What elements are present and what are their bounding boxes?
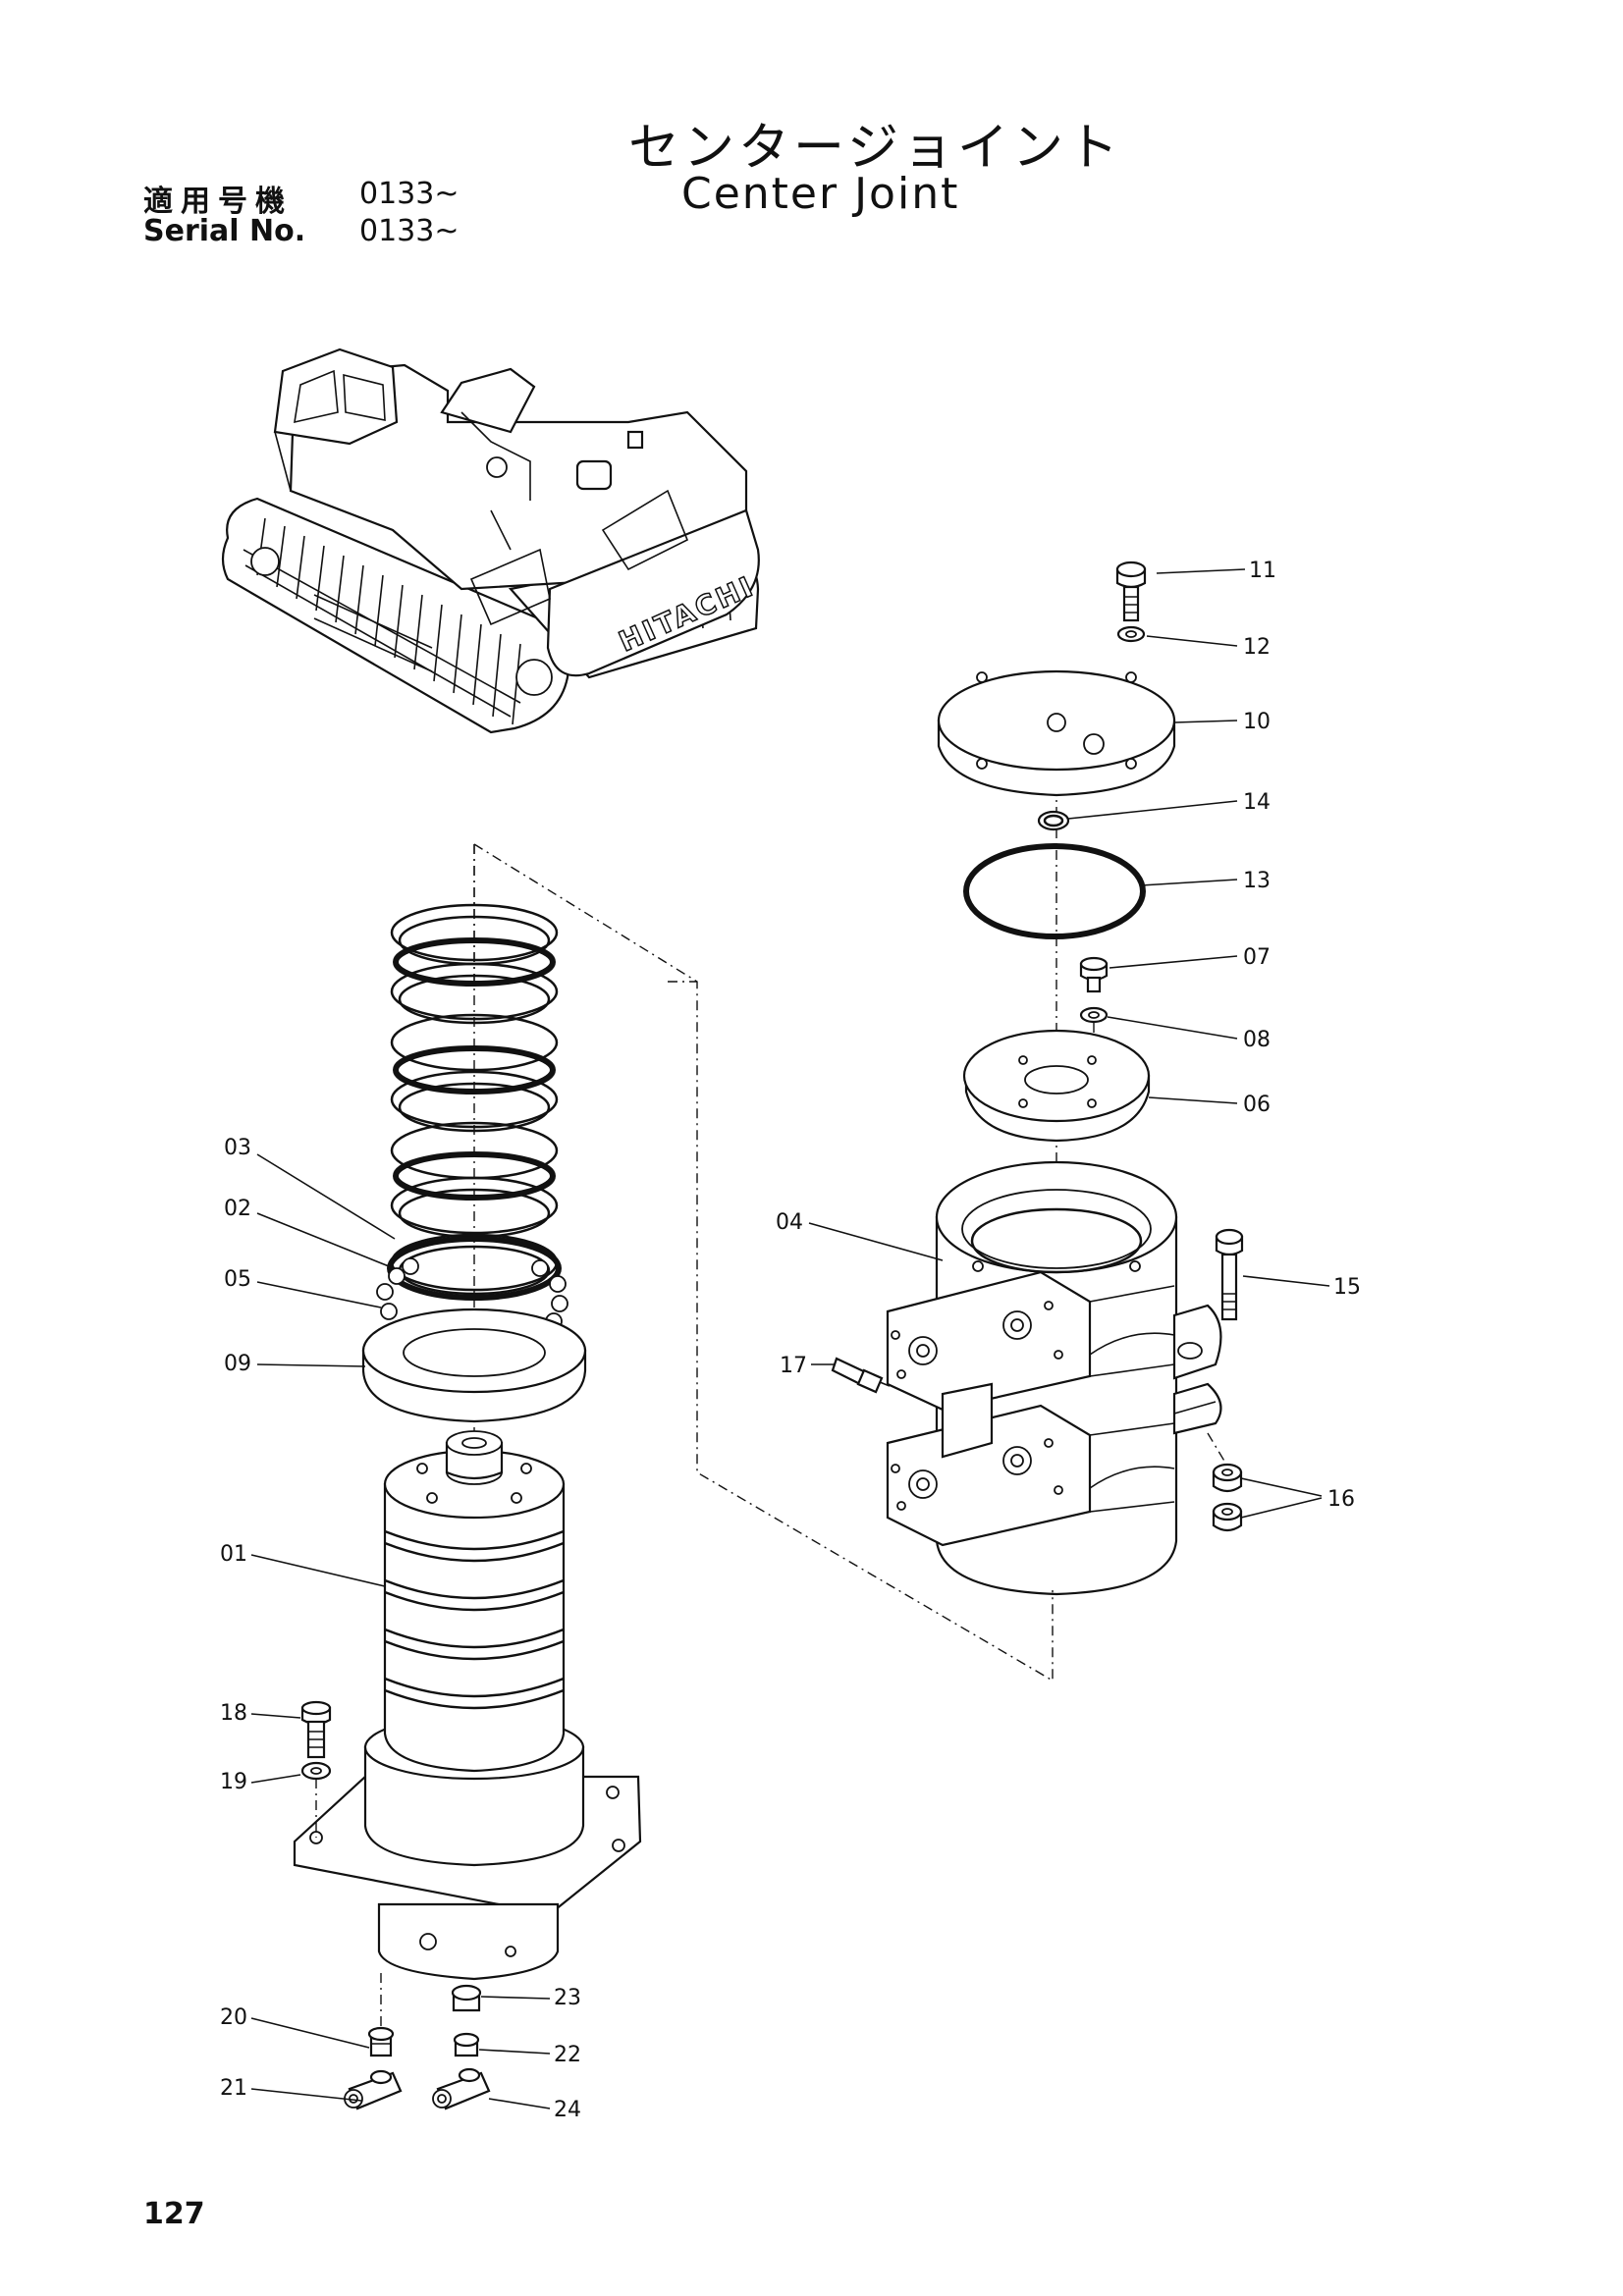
page-number: 127 <box>143 2197 205 2231</box>
thrust-plate-09 <box>361 1308 587 1423</box>
part-label-24: 24 <box>554 2098 581 2122</box>
part-label-15: 15 <box>1333 1275 1361 1300</box>
o-ring-14 <box>1037 810 1070 831</box>
housing-04 <box>886 1160 1222 1596</box>
part-label-19: 19 <box>220 1770 247 1794</box>
serial-value-japanese: 0133~ <box>359 177 460 211</box>
part-label-16: 16 <box>1327 1487 1355 1512</box>
part-label-13: 13 <box>1243 869 1271 893</box>
part-label-07: 07 <box>1243 945 1271 970</box>
nipple-22 <box>453 2032 480 2057</box>
part-label-20: 20 <box>220 2005 247 2030</box>
bolt-18 <box>300 1700 332 1759</box>
page-title-japanese: センタージョイント <box>628 119 1122 178</box>
cover-10 <box>937 669 1176 797</box>
part-label-11: 11 <box>1249 559 1276 583</box>
tee-fitting-24 <box>432 2067 491 2110</box>
fitting-20 <box>367 2026 395 2057</box>
part-label-05: 05 <box>224 1267 251 1292</box>
serial-value-english: 0133~ <box>359 214 460 248</box>
part-label-02: 02 <box>224 1197 251 1221</box>
tee-fitting-21 <box>344 2069 403 2110</box>
seal-ring-stack <box>390 903 559 1296</box>
rotor-body-01 <box>293 1430 642 1981</box>
o-ring-13 <box>963 843 1146 939</box>
page-title-english: Center Joint <box>681 169 960 219</box>
part-label-03: 03 <box>224 1136 251 1160</box>
serial-label-japanese: 適用号機 <box>143 185 293 219</box>
plug-23 <box>451 1984 482 2012</box>
serial-label-english: Serial No. <box>143 214 306 248</box>
plate-06 <box>962 1029 1151 1143</box>
part-label-17: 17 <box>780 1354 807 1378</box>
part-label-09: 09 <box>224 1352 251 1376</box>
part-label-06: 06 <box>1243 1093 1271 1117</box>
part-label-21: 21 <box>220 2076 247 2101</box>
bolt-11 <box>1115 561 1147 622</box>
part-label-23: 23 <box>554 1986 581 2010</box>
bolt-07 <box>1079 956 1109 993</box>
part-label-10: 10 <box>1243 710 1271 734</box>
bolt-15 <box>1215 1228 1244 1321</box>
part-label-08: 08 <box>1243 1028 1271 1052</box>
part-label-14: 14 <box>1243 790 1271 815</box>
part-label-18: 18 <box>220 1701 247 1726</box>
sensor-17 <box>831 1357 891 1394</box>
nut-16 <box>1212 1463 1243 1532</box>
o-ring-02 <box>387 1236 562 1301</box>
part-label-01: 01 <box>220 1542 247 1567</box>
part-label-22: 22 <box>554 2043 581 2067</box>
excavator-illustration: HITACHI <box>221 347 761 734</box>
part-label-12: 12 <box>1243 635 1271 660</box>
part-label-04: 04 <box>776 1210 803 1235</box>
